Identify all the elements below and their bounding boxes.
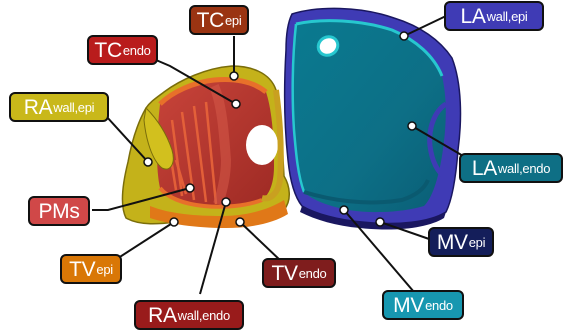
label-tc-epi-main: TC [197, 10, 224, 31]
leader-tv-epi [112, 222, 174, 262]
label-ra-wall-epi-sub: wall,epi [53, 101, 94, 114]
dot-la-wall-epi [400, 32, 408, 40]
dot-tc-endo [232, 100, 240, 108]
label-la-wall-endo-sub: wall,endo [498, 162, 550, 175]
label-mv-endo-main: MV [393, 295, 424, 316]
label-tc-epi-sub: epi [225, 14, 241, 27]
dot-ra-wall-epi [144, 158, 152, 166]
dot-tv-epi [170, 218, 178, 226]
ra-vessel-opening [246, 125, 278, 165]
label-mv-endo-sub: endo [425, 299, 453, 312]
dot-mv-endo [340, 206, 348, 214]
dot-tv-endo [236, 218, 244, 226]
label-tc-endo-main: TC [94, 40, 121, 61]
left-atrium [285, 8, 461, 229]
label-mv-epi-main: MV [437, 232, 468, 253]
label-ra-wall-endo-main: RA [148, 305, 177, 326]
dot-tc-epi [230, 72, 238, 80]
label-tv-endo-main: TV [272, 263, 298, 284]
dot-la-wall-endo [408, 122, 416, 130]
label-pms-main: PMs [38, 201, 79, 222]
label-mv-epi-sub: epi [469, 236, 485, 249]
label-ra-wall-endo-sub: wall,endo [178, 309, 230, 322]
label-la-wall-epi-sub: wall,epi [487, 10, 528, 23]
dot-pms [186, 184, 194, 192]
leader-tv-endo [240, 222, 282, 262]
dot-mv-epi [376, 218, 384, 226]
dot-ra-wall-endo [222, 198, 230, 206]
label-pms: PMs [28, 196, 90, 226]
label-tv-epi-sub: epi [96, 263, 112, 276]
right-atrium [122, 66, 289, 228]
label-tc-endo-sub: endo [123, 44, 151, 57]
label-la-wall-epi-main: LA [460, 6, 485, 27]
label-tv-endo-sub: endo [299, 267, 327, 280]
label-tv-epi-main: TV [69, 259, 95, 280]
label-la-wall-endo-main: LA [472, 158, 497, 179]
label-ra-wall-epi-main: RA [24, 97, 53, 118]
